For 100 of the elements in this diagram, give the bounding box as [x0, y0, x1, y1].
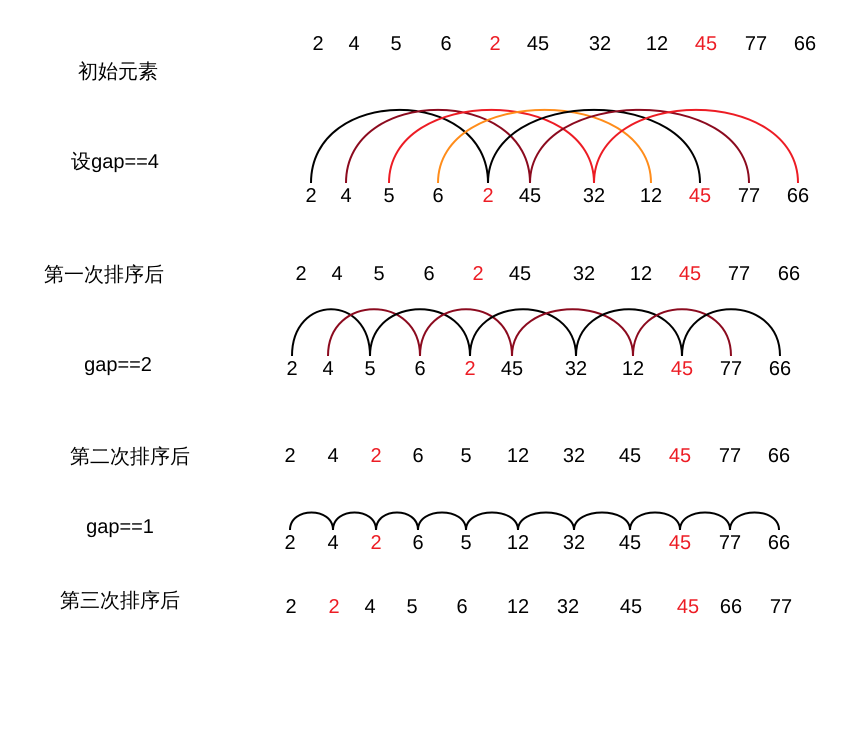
number: 4 — [340, 186, 352, 206]
number: 45 — [694, 34, 718, 54]
number: 5 — [406, 597, 418, 617]
arc-line — [332, 511, 377, 530]
number: 32 — [562, 446, 586, 466]
number: 32 — [588, 34, 612, 54]
number: 66 — [786, 186, 810, 206]
number: 77 — [718, 446, 742, 466]
number: 77 — [728, 264, 750, 284]
number: 45 — [500, 359, 524, 379]
number: 4 — [327, 533, 339, 553]
number: 66 — [768, 533, 790, 553]
number: 12 — [630, 264, 652, 284]
number: 2 — [472, 264, 484, 284]
arc-line — [487, 109, 701, 184]
number: 6 — [414, 359, 426, 379]
number: 45 — [676, 597, 700, 617]
arc-line — [327, 308, 421, 356]
number: 32 — [582, 186, 606, 206]
row-label: gap==1 — [86, 517, 154, 537]
arc-line — [681, 308, 781, 356]
number: 5 — [460, 533, 472, 553]
arc-line — [291, 308, 371, 356]
number: 2 — [370, 446, 382, 466]
number: 77 — [738, 186, 760, 206]
number: 77 — [744, 34, 768, 54]
arc-line — [529, 109, 750, 184]
number: 12 — [640, 186, 662, 206]
number: 45 — [678, 264, 702, 284]
row-label: gap==2 — [84, 355, 152, 375]
number: 66 — [794, 34, 816, 54]
row-label: 第二次排序后 — [70, 447, 190, 467]
number: 77 — [770, 597, 792, 617]
arc-line — [469, 308, 577, 356]
number: 6 — [440, 34, 452, 54]
number: 45 — [518, 186, 542, 206]
number: 32 — [556, 597, 580, 617]
row-label: 初始元素 — [78, 62, 158, 82]
number: 6 — [412, 533, 424, 553]
arc-line — [369, 308, 471, 356]
number: 66 — [768, 359, 792, 379]
number: 77 — [720, 359, 742, 379]
number: 2 — [464, 359, 476, 379]
number: 5 — [364, 359, 376, 379]
number: 45 — [670, 359, 694, 379]
arc-line — [593, 109, 799, 184]
number: 45 — [668, 446, 692, 466]
number: 12 — [622, 359, 644, 379]
arc-line — [729, 512, 780, 530]
number: 45 — [688, 186, 712, 206]
arc-line — [388, 109, 595, 184]
number: 12 — [506, 446, 530, 466]
number: 2 — [328, 597, 340, 617]
number: 45 — [508, 264, 532, 284]
arc-line — [345, 109, 531, 184]
number: 4 — [327, 446, 339, 466]
number: 45 — [620, 597, 642, 617]
number: 2 — [305, 186, 317, 206]
arc-line — [417, 512, 467, 530]
number: 66 — [768, 446, 790, 466]
number: 77 — [718, 533, 742, 553]
arc-line — [632, 308, 732, 356]
number: 2 — [285, 597, 297, 617]
arc-line — [575, 308, 683, 356]
number: 5 — [390, 34, 402, 54]
row-label: 第一次排序后 — [44, 265, 164, 285]
arc-line — [375, 512, 419, 530]
number: 12 — [506, 533, 530, 553]
number: 2 — [284, 446, 296, 466]
number: 12 — [646, 34, 668, 54]
arc-line — [310, 109, 489, 184]
number: 2 — [370, 533, 382, 553]
number: 5 — [383, 186, 395, 206]
number: 66 — [778, 264, 800, 284]
arc-line — [629, 511, 681, 530]
number: 45 — [526, 34, 550, 54]
arc-line — [679, 511, 731, 530]
arc-line — [465, 512, 519, 530]
number: 5 — [460, 446, 472, 466]
arc-line — [419, 308, 513, 356]
number: 2 — [489, 34, 501, 54]
number: 4 — [364, 597, 376, 617]
arc-line — [573, 512, 631, 530]
row-label: 设gap==4 — [71, 152, 159, 172]
number: 32 — [562, 533, 586, 553]
number: 45 — [668, 533, 692, 553]
number: 2 — [295, 264, 307, 284]
number: 2 — [312, 34, 324, 54]
number: 6 — [456, 597, 468, 617]
number: 32 — [572, 264, 596, 284]
number: 45 — [618, 533, 642, 553]
number: 66 — [720, 597, 742, 617]
arc-line — [289, 511, 334, 530]
number: 6 — [423, 264, 435, 284]
number: 4 — [348, 34, 360, 54]
number: 4 — [322, 359, 334, 379]
number: 2 — [286, 359, 298, 379]
number: 32 — [564, 359, 588, 379]
number: 2 — [482, 186, 494, 206]
number: 2 — [284, 533, 296, 553]
